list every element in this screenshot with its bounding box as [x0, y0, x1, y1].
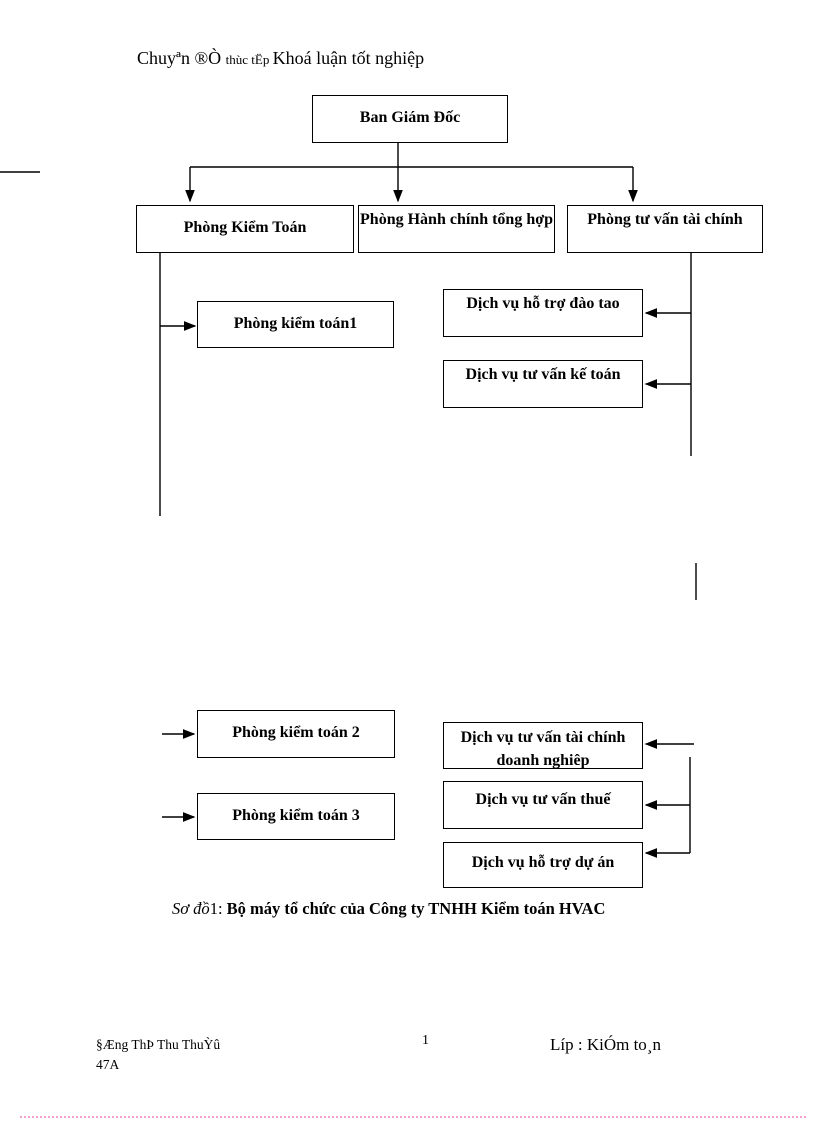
- org-node-tax-consulting-service: Dịch vụ tư vấn thuế: [443, 781, 643, 829]
- org-node-audit-department: Phòng Kiểm Toán: [136, 205, 354, 253]
- org-node-audit-room-1: Phòng kiểm toán1: [197, 301, 394, 348]
- header-text-2: thùc tËp: [225, 52, 273, 67]
- header-text-3: Khoá luận tốt nghiệp: [272, 48, 425, 68]
- org-node-audit-room-3: Phòng kiểm toán 3: [197, 793, 395, 840]
- caption-prefix: Sơ đồ: [172, 899, 210, 918]
- footer-author-block: §Æng ThÞ Thu ThuỲû 47A: [96, 1035, 220, 1075]
- caption-text: Bộ máy tổ chức của Công ty TNHH Kiểm toá…: [226, 899, 606, 918]
- org-node-project-support-service: Dịch vụ hỗ trợ dự án: [443, 842, 643, 888]
- org-node-financial-consulting-department: Phòng tư vấn tài chính: [567, 205, 763, 253]
- org-node-training-support-service: Dịch vụ hỗ trợ đào tao: [443, 289, 643, 337]
- org-node-audit-room-2: Phòng kiểm toán 2: [197, 710, 395, 758]
- org-node-board-of-directors: Ban Giám Đốc: [312, 95, 508, 143]
- footer-page-number: 1: [422, 1033, 429, 1048]
- org-node-accounting-consulting-service: Dịch vụ tư vấn kế toán: [443, 360, 643, 408]
- footer-class-label: Líp : KiÓm to¸n: [550, 1035, 661, 1054]
- figure-caption: Sơ đồ1: Bộ máy tổ chức của Công ty TNHH …: [172, 899, 605, 919]
- header-text-1: Chuyªn ®Ò: [137, 48, 226, 68]
- org-node-admin-department: Phòng Hành chính tổng hợp: [358, 205, 555, 253]
- caption-number: 1:: [209, 899, 227, 918]
- org-node-corporate-finance-consulting-service: Dịch vụ tư vấn tài chính doanh nghiêp: [443, 722, 643, 769]
- footer-author-class-year: 47A: [96, 1057, 120, 1072]
- page-break-dotted-line: [20, 1116, 806, 1118]
- footer-author-name: §Æng ThÞ Thu ThuỲû: [96, 1037, 221, 1052]
- page-header: Chuyªn ®Ò thùc tËp Khoá luận tốt nghiệp: [137, 48, 424, 69]
